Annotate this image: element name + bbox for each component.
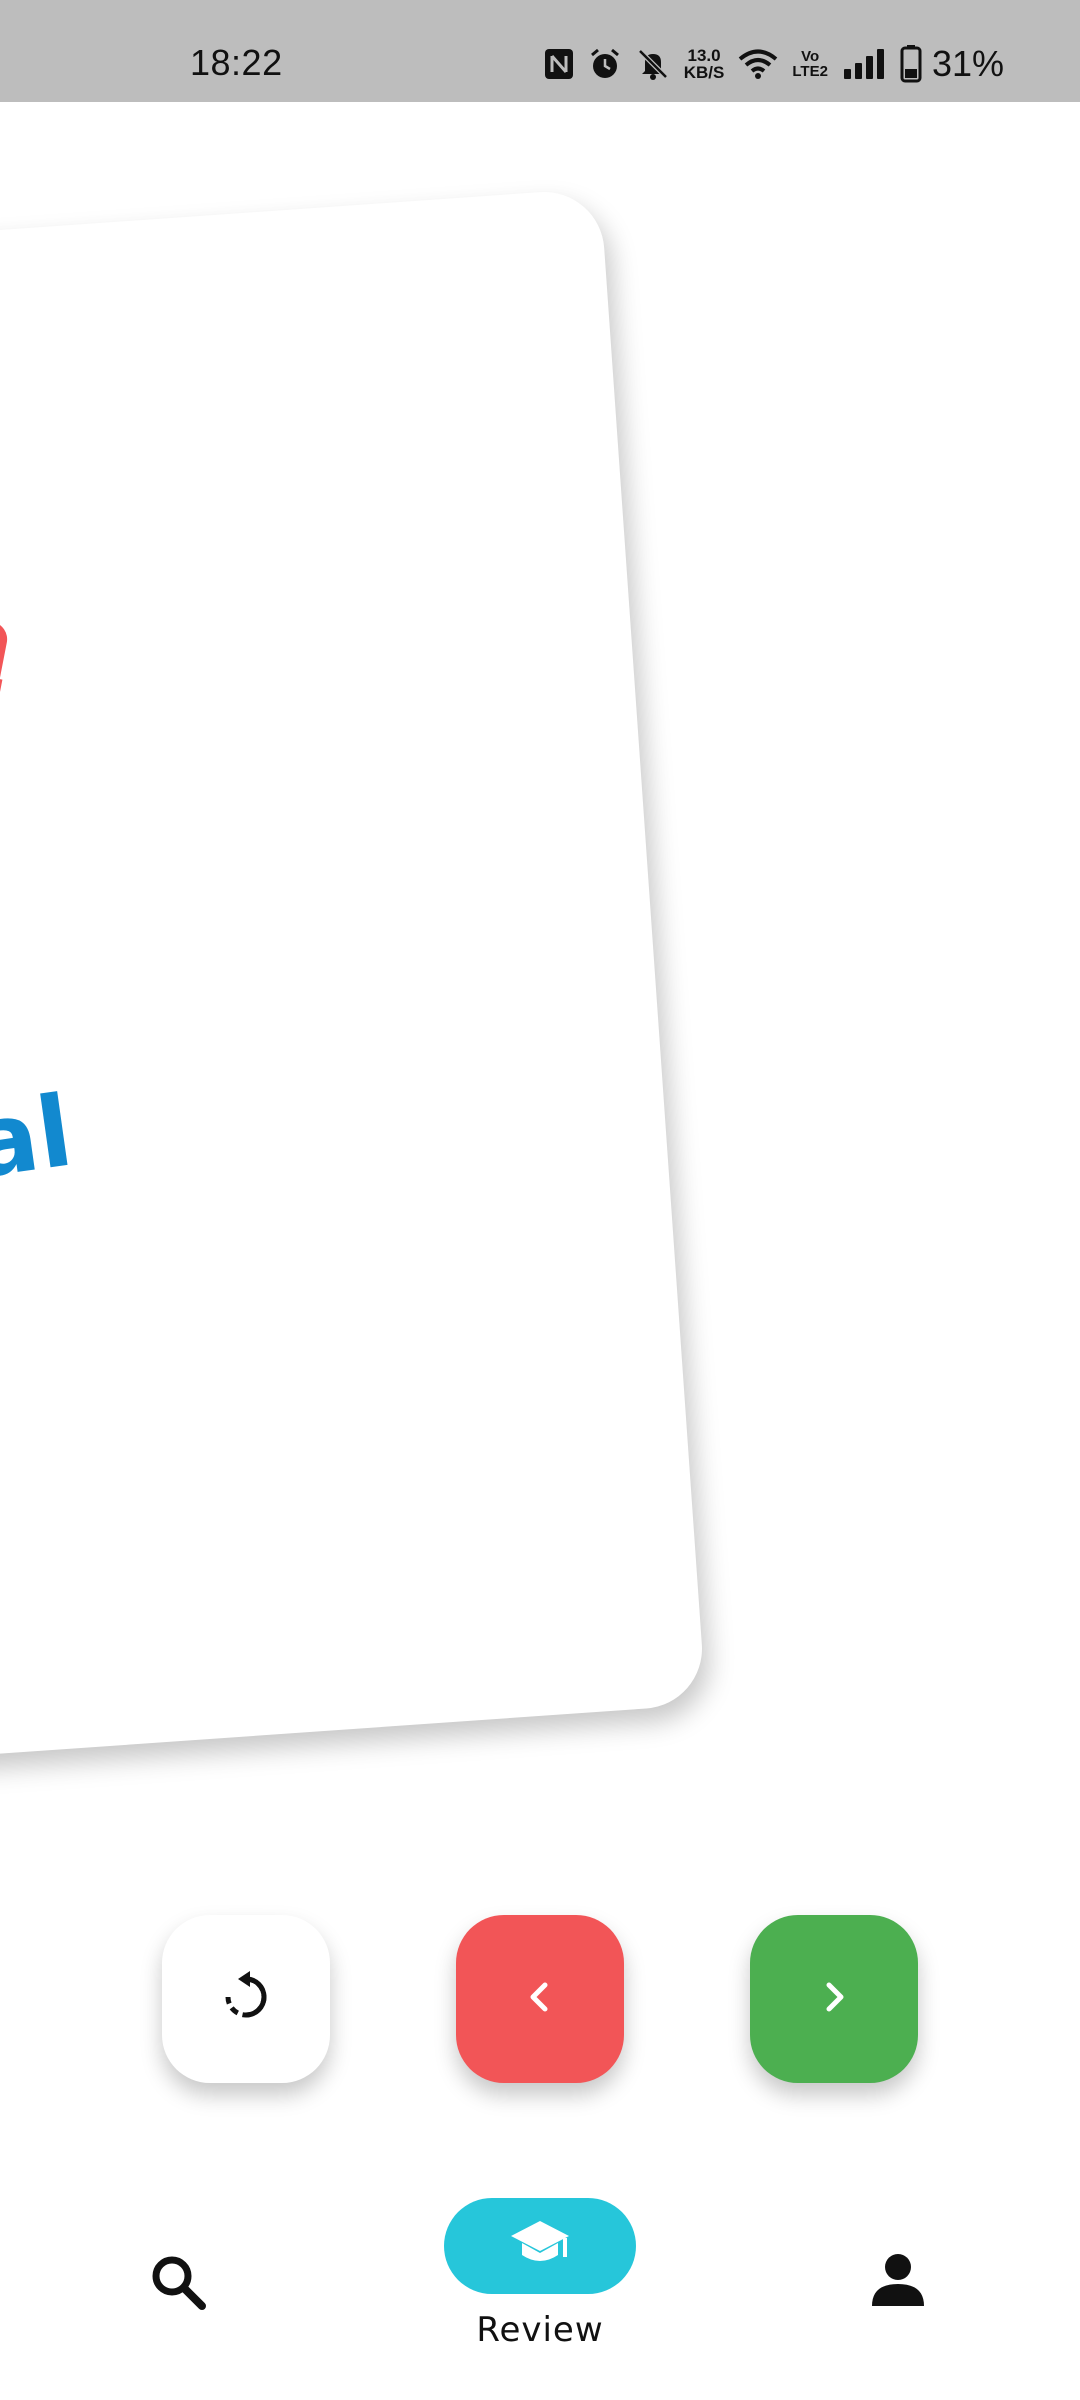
forgot-stamp: FORGOT bbox=[0, 533, 20, 802]
search-icon bbox=[148, 2252, 208, 2317]
signal-icon bbox=[842, 49, 886, 79]
battery-percent: 31% bbox=[931, 43, 1004, 84]
volte-indicator: Vo LTE2 bbox=[792, 49, 828, 79]
status-icons: 13.0 KB/S Vo LTE2 bbox=[544, 43, 1004, 84]
graduation-cap-icon bbox=[509, 2217, 571, 2276]
stamp-label: FORGOT bbox=[0, 566, 21, 770]
alarm-icon bbox=[588, 47, 622, 81]
net-speed-unit: KB/S bbox=[683, 63, 725, 82]
wifi-icon bbox=[738, 48, 778, 80]
flashcard[interactable]: FORGOT Ephemeral bbox=[0, 188, 707, 1786]
nav-review[interactable]: Review bbox=[440, 2198, 640, 2378]
net-speed: 13.0 KB/S bbox=[684, 47, 725, 81]
mute-icon bbox=[636, 47, 670, 81]
chevron-right-icon bbox=[814, 1977, 854, 2022]
status-bar: 18:22 bbox=[0, 0, 1080, 102]
forgot-button[interactable] bbox=[456, 1915, 624, 2083]
nav-search[interactable] bbox=[146, 2252, 210, 2316]
net-speed-value: 13.0 bbox=[687, 46, 721, 65]
person-icon bbox=[870, 2252, 926, 2313]
nfc-icon bbox=[544, 48, 574, 80]
volte-bottom: LTE2 bbox=[792, 63, 828, 80]
undo-button[interactable] bbox=[162, 1915, 330, 2083]
battery-icon bbox=[900, 45, 922, 83]
undo-icon bbox=[216, 1967, 276, 2032]
volte-top: Vo bbox=[801, 48, 820, 65]
card-word: Ephemeral bbox=[0, 1074, 79, 1270]
nav-profile[interactable] bbox=[866, 2250, 930, 2314]
chevron-left-icon bbox=[520, 1977, 560, 2022]
remembered-button[interactable] bbox=[750, 1915, 918, 2083]
bottom-nav: Review bbox=[0, 2180, 1080, 2400]
status-time: 18:22 bbox=[190, 42, 283, 83]
nav-review-pill bbox=[444, 2198, 636, 2294]
nav-review-label: Review bbox=[476, 2310, 604, 2350]
